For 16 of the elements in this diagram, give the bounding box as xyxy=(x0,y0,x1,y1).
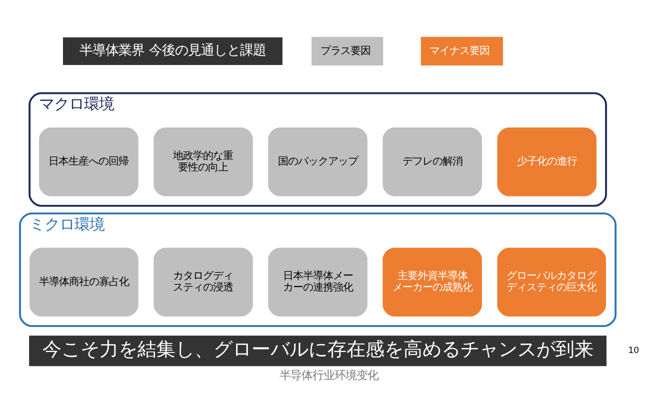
node-box: 地政学的な重要性の向上 xyxy=(154,127,253,196)
label: 10 xyxy=(628,345,640,356)
diagram-title: 半導体業界 今後の見通しと課題 xyxy=(80,43,266,58)
legend-label: マイナス要因 xyxy=(429,44,490,56)
node-box: デフレの解消 xyxy=(382,127,482,196)
node-box: 今こそ力を結集し、グローバルに存在感を高めるチャンスが到来 xyxy=(29,335,606,366)
node-box: 国のバックアップ xyxy=(268,127,368,196)
node-box: 主要外資半導体メーカーの成熟化 xyxy=(382,247,482,316)
node-box: 少子化の進行 xyxy=(497,127,596,196)
node-box: 半導体商社の寡占化 xyxy=(30,247,138,316)
node-box: グローバルカタログディスティの巨大化 xyxy=(497,247,606,316)
node-box: 日本半導体メーカーの連携強化 xyxy=(268,247,368,316)
node-box: 日本生産への回帰 xyxy=(39,127,138,196)
legend-label: プラス要因 xyxy=(320,44,371,56)
node-box: カタログディスティの浸透 xyxy=(154,247,253,316)
caption: 半导体行业环境变化 xyxy=(280,368,378,382)
